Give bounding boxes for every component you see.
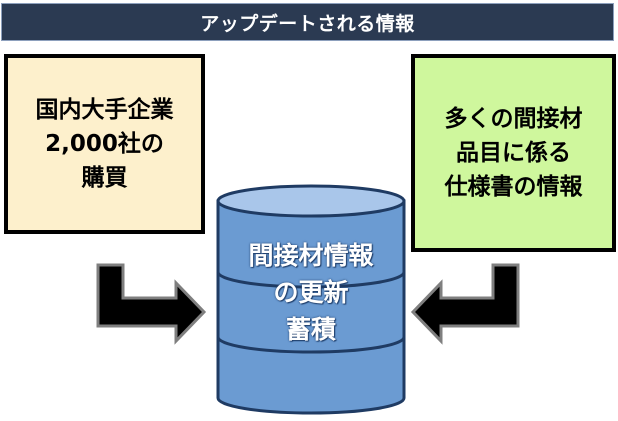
database-label: 間接材情報 の更新 蓄積 bbox=[216, 237, 406, 348]
database-line-3: 蓄積 bbox=[285, 315, 336, 344]
spec-source-line-1: 多くの間接材 bbox=[444, 106, 583, 132]
title-banner: アップデートされる情報 bbox=[1, 3, 614, 41]
purchase-source-line-2: 2,000社の bbox=[45, 131, 164, 157]
purchase-source-line-3: 購買 bbox=[81, 165, 128, 191]
title-text: アップデートされる情報 bbox=[200, 12, 415, 35]
spec-source-line-3: 仕様書の情報 bbox=[444, 174, 583, 200]
left-flow-arrow bbox=[96, 263, 207, 345]
spec-source-line-2: 品目に係る bbox=[456, 140, 571, 166]
database-cylinder bbox=[216, 184, 406, 415]
database-line-2: の更新 bbox=[273, 278, 349, 307]
right-flow-arrow bbox=[410, 263, 520, 345]
purchase-source-line-1: 国内大手企業 bbox=[35, 97, 174, 123]
spec-source-box: 多くの間接材 品目に係る 仕様書の情報 bbox=[411, 54, 616, 252]
database-line-1: 間接材情報 bbox=[248, 241, 374, 270]
purchase-source-box: 国内大手企業 2,000社の 購買 bbox=[4, 54, 205, 234]
